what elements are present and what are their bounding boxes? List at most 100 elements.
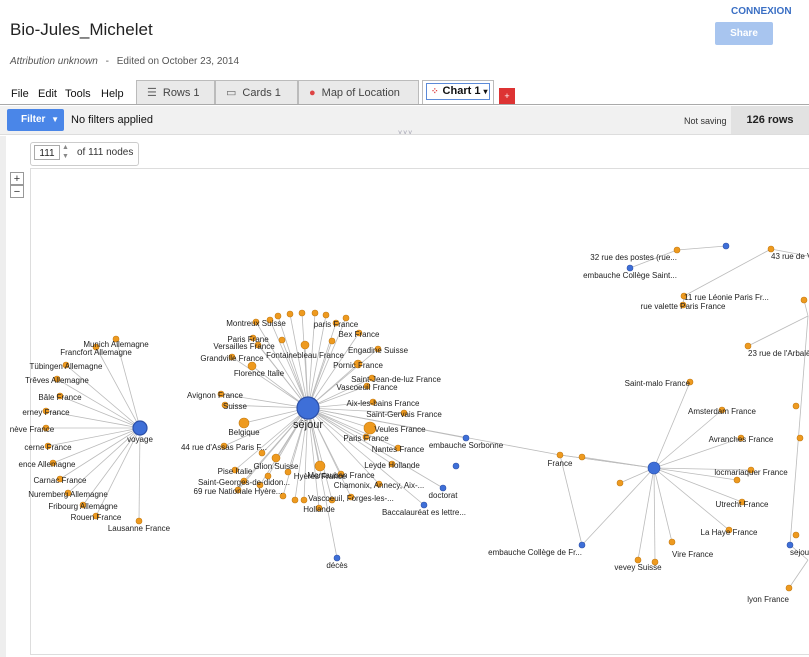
- menu-tools[interactable]: Tools: [65, 88, 91, 100]
- graph-node[interactable]: [368, 374, 376, 382]
- graph-node[interactable]: [616, 479, 624, 487]
- filter-button[interactable]: Filter▼: [7, 109, 64, 131]
- graph-node[interactable]: [747, 466, 755, 474]
- tab-rows[interactable]: ☰Rows 1: [136, 80, 215, 104]
- graph-node[interactable]: [420, 501, 428, 509]
- graph-node[interactable]: [680, 292, 688, 300]
- graph-node[interactable]: [249, 334, 257, 342]
- menu-file[interactable]: File: [11, 88, 29, 100]
- graph-node[interactable]: [738, 498, 746, 506]
- resize-handle[interactable]: ˅˅˅: [398, 130, 414, 137]
- graph-node[interactable]: [578, 541, 586, 549]
- graph-node[interactable]: [311, 309, 319, 317]
- left-edge-handle[interactable]: [0, 136, 6, 657]
- graph-node[interactable]: [439, 484, 447, 492]
- graph-node[interactable]: [347, 493, 355, 501]
- graph-node[interactable]: [388, 460, 396, 468]
- graph-node[interactable]: [792, 402, 800, 410]
- graph-node[interactable]: [300, 496, 308, 504]
- graph-node[interactable]: [578, 453, 586, 461]
- graph-node[interactable]: [369, 398, 377, 406]
- graph-node[interactable]: [375, 480, 383, 488]
- graph-node[interactable]: [332, 319, 340, 327]
- graph-node[interactable]: [651, 558, 659, 566]
- graph-node[interactable]: [634, 556, 642, 564]
- graph-node[interactable]: [333, 554, 341, 562]
- graph-node[interactable]: [374, 345, 382, 353]
- tab-chart[interactable]: ⁘Chart 1▾: [422, 80, 494, 104]
- graph-node[interactable]: [92, 512, 100, 520]
- graph-node[interactable]: [673, 246, 681, 254]
- graph-node[interactable]: [266, 316, 274, 324]
- graph-node[interactable]: [363, 421, 377, 435]
- menu-help[interactable]: Help: [101, 88, 124, 100]
- graph-node[interactable]: [718, 406, 726, 414]
- graph-node[interactable]: [132, 420, 148, 436]
- graph-node[interactable]: [786, 541, 794, 549]
- graph-node[interactable]: [737, 434, 745, 442]
- connexion-link[interactable]: CONNEXION: [731, 6, 792, 17]
- graph-node[interactable]: [796, 434, 804, 442]
- graph-node[interactable]: [256, 481, 264, 489]
- graph-node[interactable]: [800, 296, 808, 304]
- graph-node[interactable]: [363, 382, 371, 390]
- graph-node[interactable]: [264, 472, 272, 480]
- graph-node[interactable]: [298, 309, 306, 317]
- graph-node[interactable]: [231, 466, 239, 474]
- graph-node[interactable]: [342, 314, 350, 322]
- graph-node[interactable]: [79, 501, 87, 509]
- graph-node[interactable]: [64, 489, 72, 497]
- graph-node[interactable]: [42, 407, 50, 415]
- graph-node[interactable]: [337, 470, 345, 478]
- graph-node[interactable]: [53, 375, 61, 383]
- graph-node[interactable]: [314, 460, 326, 472]
- graph-node[interactable]: [279, 492, 287, 500]
- graph-node[interactable]: [679, 301, 687, 309]
- graph-node[interactable]: [300, 340, 310, 350]
- graph-node[interactable]: [322, 311, 330, 319]
- node-count-stepper[interactable]: ▲▼: [62, 144, 69, 160]
- graph-node[interactable]: [452, 462, 460, 470]
- graph-node[interactable]: [220, 442, 228, 450]
- graph-node[interactable]: [238, 417, 250, 429]
- zoom-in-button[interactable]: +: [10, 172, 24, 185]
- graph-node[interactable]: [278, 336, 286, 344]
- graph-node[interactable]: [274, 312, 282, 320]
- graph-node[interactable]: [686, 378, 694, 386]
- graph-node[interactable]: [744, 342, 752, 350]
- graph-node[interactable]: [247, 361, 257, 371]
- graph-node[interactable]: [792, 531, 800, 539]
- share-button[interactable]: Share: [715, 22, 773, 45]
- menu-edit[interactable]: Edit: [38, 88, 57, 100]
- add-tab-button[interactable]: +: [499, 88, 515, 104]
- graph-node[interactable]: [722, 242, 730, 250]
- graph-node[interactable]: [353, 359, 363, 369]
- graph-node[interactable]: [258, 449, 266, 457]
- graph-node[interactable]: [284, 468, 292, 476]
- graph-node[interactable]: [733, 476, 741, 484]
- graph-node[interactable]: [234, 486, 242, 494]
- graph-node[interactable]: [355, 329, 363, 337]
- graph-node[interactable]: [400, 409, 408, 417]
- graph-node[interactable]: [252, 318, 260, 326]
- graph-node[interactable]: [668, 538, 676, 546]
- zoom-out-button[interactable]: −: [10, 185, 24, 198]
- chevron-down-icon[interactable]: ▾: [483, 87, 488, 96]
- graph-node[interactable]: [296, 396, 320, 420]
- graph-node[interactable]: [647, 461, 661, 475]
- graph-node[interactable]: [56, 475, 64, 483]
- graph-node[interactable]: [135, 517, 143, 525]
- graph-node[interactable]: [462, 434, 470, 442]
- graph-node[interactable]: [556, 451, 564, 459]
- graph-node[interactable]: [328, 337, 336, 345]
- graph-node[interactable]: [240, 477, 248, 485]
- node-count-input[interactable]: 111: [34, 145, 60, 160]
- graph-node[interactable]: [785, 584, 793, 592]
- tab-map[interactable]: ●Map of Location: [298, 80, 419, 104]
- graph-node[interactable]: [725, 526, 733, 534]
- graph-node[interactable]: [362, 433, 370, 441]
- graph-node[interactable]: [271, 453, 281, 463]
- graph-node[interactable]: [56, 392, 64, 400]
- graph-node[interactable]: [228, 353, 236, 361]
